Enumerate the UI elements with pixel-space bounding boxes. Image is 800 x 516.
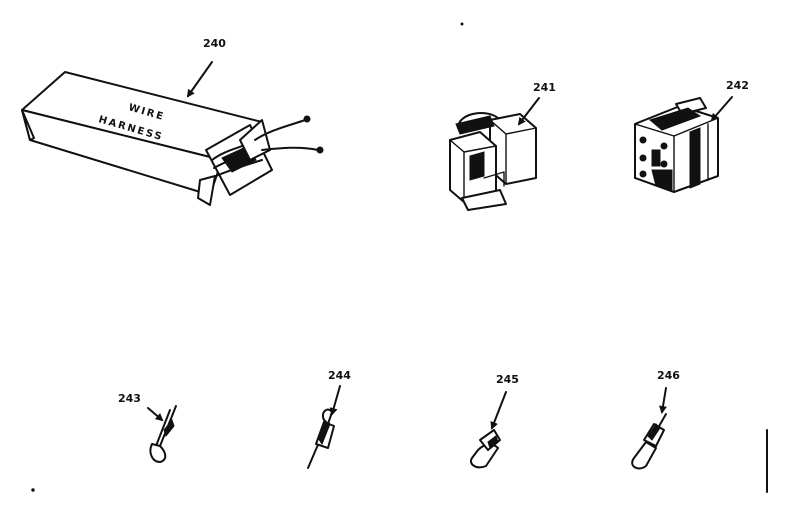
connector-241 xyxy=(449,112,537,211)
wire-harness-package: WIRE HARNESS xyxy=(21,71,324,206)
terminal-243 xyxy=(149,405,177,463)
part-number-241: 241 xyxy=(533,81,556,94)
part-number-244: 244 xyxy=(328,369,351,382)
arrow-245 xyxy=(490,391,507,430)
arrow-246 xyxy=(659,387,667,414)
arrow-242 xyxy=(710,96,733,122)
scan-dot-top xyxy=(460,22,464,26)
part-number-240: 240 xyxy=(203,37,226,50)
arrow-241 xyxy=(517,97,540,126)
terminal-246 xyxy=(631,413,667,470)
part-number-246: 246 xyxy=(657,369,680,382)
part-number-242: 242 xyxy=(726,79,749,92)
scan-dot xyxy=(31,488,35,492)
terminal-244 xyxy=(307,408,335,469)
part-number-245: 245 xyxy=(496,373,519,386)
part-number-243: 243 xyxy=(118,392,141,405)
arrow-240 xyxy=(186,61,213,98)
arrow-244 xyxy=(329,385,341,416)
terminal-245 xyxy=(470,429,501,469)
connector-242 xyxy=(634,97,719,193)
arrow-243 xyxy=(147,407,164,422)
